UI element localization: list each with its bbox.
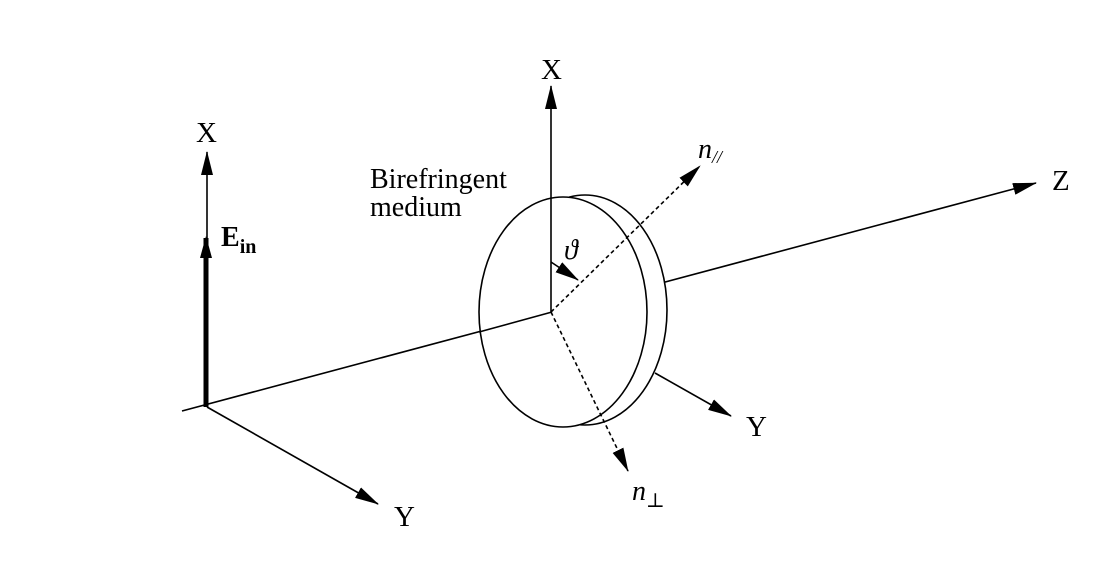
n-parallel-label-main: n	[698, 134, 712, 165]
n-perpendicular-label-main: n	[632, 476, 646, 507]
theta-arrow	[550, 261, 579, 281]
n-perpendicular-label-sub: ⊥	[646, 490, 665, 512]
y-axis-left	[206, 406, 379, 505]
x-axis-center-label: X	[541, 54, 562, 86]
e-in-label-main: E	[221, 222, 240, 253]
n-perpendicular-axis	[550, 311, 629, 472]
y-axis-center-label: Y	[746, 411, 767, 443]
medium-label-line2: medium	[370, 192, 462, 223]
x-axis-left-label: X	[196, 117, 217, 149]
z-axis-label: Z	[1052, 165, 1070, 197]
n-perpendicular-label: n⊥	[632, 476, 665, 512]
medium-disk-front	[478, 196, 648, 428]
z-axis-inside-medium	[478, 311, 553, 333]
n-parallel-label: n//	[698, 134, 724, 167]
theta-label: ϑ	[564, 235, 579, 266]
y-axis-left-label: Y	[394, 501, 415, 533]
e-in-label-sub: in	[240, 236, 257, 258]
medium-label-line1: Birefringent	[370, 164, 507, 195]
y-axis-center	[654, 372, 732, 417]
e-in-label: Ein	[221, 222, 256, 258]
e-in-arrowhead	[200, 236, 212, 258]
n-parallel-label-sub: //	[711, 147, 724, 167]
